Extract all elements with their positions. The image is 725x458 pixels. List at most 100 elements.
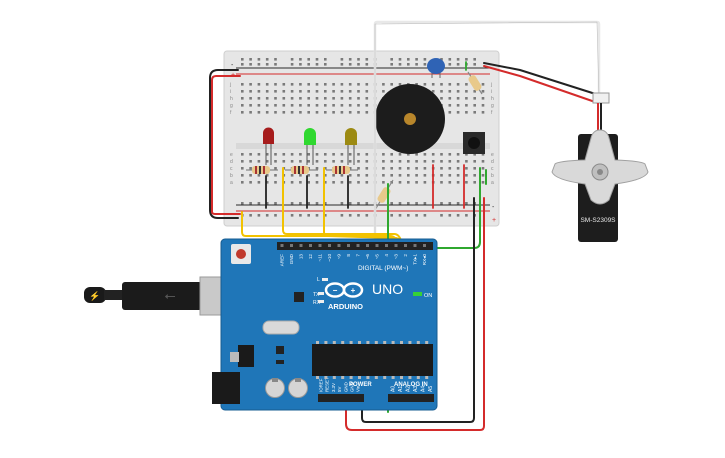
servo-connector: [592, 92, 610, 104]
row-letter: d: [230, 159, 233, 165]
power-pin-label: 5V: [337, 387, 342, 392]
digital-pin-label: ~5: [375, 254, 380, 260]
power-pin-label: GND: [350, 382, 355, 392]
digital-pin-label: 13: [299, 254, 304, 260]
wire-red-servo[interactable]: [483, 65, 599, 104]
usb-cable-icon: [84, 287, 106, 303]
wire-red-rail-left[interactable]: [211, 75, 241, 215]
power-header: [318, 394, 364, 402]
servo-model-label: SM-S2309S: [580, 217, 616, 224]
potentiometer[interactable]: [427, 58, 445, 78]
usb-chip: [294, 292, 304, 302]
servo-motor[interactable]: SM-S2309S: [551, 92, 649, 242]
analog-pin-label: A1: [398, 386, 404, 392]
led-yellow[interactable]: [345, 128, 357, 165]
resistor-2[interactable]: [285, 166, 318, 174]
led-red[interactable]: [263, 127, 274, 166]
digital-pin-label: ~3: [394, 254, 399, 260]
wire-black-rail-left[interactable]: [209, 69, 239, 219]
svg-text:+: +: [351, 286, 356, 295]
row-letter: i: [230, 89, 231, 95]
power-pin-label: Vin: [356, 385, 361, 392]
digital-pin-label: 12: [308, 254, 313, 260]
analog-pin-label: A5: [428, 386, 434, 392]
analog-pin-label: A3: [413, 386, 419, 392]
row-letter: j: [490, 82, 492, 88]
row-letter: i: [491, 89, 492, 95]
resistor-icon: [468, 75, 482, 91]
row-letter: h: [491, 96, 494, 102]
analog-header: [388, 394, 434, 402]
row-letter: b: [230, 173, 233, 179]
wire-white-servo-signal[interactable]: [373, 20, 601, 247]
row-letter: h: [230, 96, 233, 102]
power-pin-label: IOREF: [319, 378, 324, 392]
led-green[interactable]: [304, 128, 316, 165]
power-label: POWER: [349, 382, 372, 388]
row-letter: g: [230, 103, 233, 109]
rail-plus-label-bottom: +: [492, 217, 496, 224]
resistor-5[interactable]: [467, 71, 483, 95]
digital-pin-label: ~11: [318, 254, 323, 262]
analog-in-label: ANALOG IN: [394, 382, 428, 388]
arduino-model-label: UNO: [372, 281, 403, 297]
led-icon: [345, 128, 357, 145]
digital-pin-label: 4: [384, 254, 389, 257]
tx-label: TX: [313, 292, 320, 298]
wire-black-servo[interactable]: [483, 62, 606, 98]
wire-black-gnd[interactable]: [361, 197, 475, 423]
row-letter: d: [491, 159, 494, 165]
arduino-brand-label: ARDUINO: [328, 302, 363, 311]
digital-header: [277, 242, 433, 250]
digital-pin-label: ~10: [327, 254, 332, 262]
l-label: L: [317, 277, 320, 283]
digital-pin-label: ~9: [337, 254, 342, 260]
usb-cable[interactable]: ⚡ ⭠: [84, 276, 237, 316]
voltage-regulator: [238, 345, 254, 367]
arduino-logo-icon: − +: [324, 282, 364, 298]
led-icon: [304, 128, 316, 145]
crystal-oscillator: [262, 320, 300, 335]
wires: [209, 20, 606, 431]
piezo-buzzer[interactable]: [375, 84, 445, 154]
resistor-1[interactable]: [246, 166, 278, 174]
wire-white-servo-outline: [374, 21, 600, 246]
digital-pin-label: GND: [289, 253, 294, 264]
digital-pin-label: RX◂0: [422, 254, 427, 266]
row-letter: c: [491, 166, 494, 172]
pushbutton[interactable]: [463, 132, 485, 154]
row-letter: c: [230, 166, 233, 172]
row-letter: b: [491, 173, 494, 179]
power-pin-label: RESET: [325, 377, 330, 392]
digital-pin-label: 8: [346, 254, 351, 257]
power-pin-label: 3.3V: [331, 383, 336, 392]
row-letter: a: [491, 180, 494, 186]
digital-pin-label: ~6: [365, 254, 370, 260]
row-letter: j: [229, 82, 231, 88]
wire-red-5v[interactable]: [345, 197, 485, 431]
row-letter: e: [230, 152, 233, 158]
atmega-chip: [312, 344, 433, 376]
potentiometer-icon: [427, 58, 445, 74]
row-letter: f: [230, 110, 232, 116]
row-letter: g: [491, 103, 494, 109]
row-letter: e: [491, 152, 494, 158]
rail-minus-label-bottom: -: [492, 204, 495, 211]
svg-text:⚡: ⚡: [89, 290, 100, 302]
rx-label: RX: [313, 300, 321, 306]
row-letter: a: [230, 180, 233, 186]
resistor-3[interactable]: [326, 166, 358, 174]
power-jack[interactable]: [212, 372, 240, 404]
digital-pin-label: TX▸1: [413, 254, 418, 265]
digital-pin-label: 2: [403, 254, 408, 257]
digital-pwm-label: DIGITAL (PWM~): [358, 265, 408, 272]
svg-text:−: −: [333, 286, 338, 295]
analog-pin-label: A2: [406, 386, 412, 392]
